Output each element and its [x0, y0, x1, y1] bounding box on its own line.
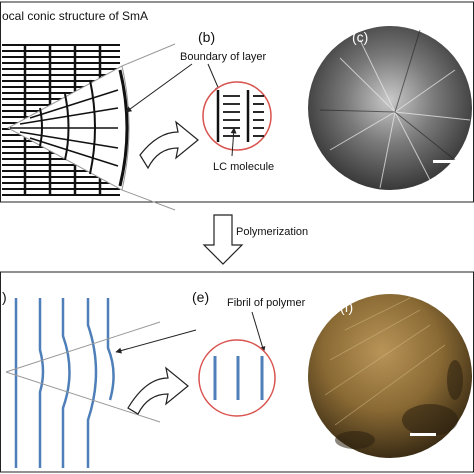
- fibril-pointer-line-left: [115, 329, 197, 354]
- label-d: ): [2, 289, 7, 305]
- transition-arrow-bottom: [127, 366, 189, 415]
- fibril-label: Fibril of polymer: [227, 297, 306, 309]
- polymerization-label: Polymerization: [236, 226, 308, 238]
- micrograph-f: [308, 294, 472, 458]
- label-b: (b): [198, 29, 215, 45]
- fibril-pointer-line: [251, 311, 266, 353]
- lc-pointer-line: [230, 127, 237, 157]
- smectic-layer-diagram: [2, 43, 176, 211]
- label-e: (e): [192, 289, 209, 305]
- label-f: (f): [340, 299, 353, 315]
- layer-zoom-circle: [202, 81, 272, 151]
- micrograph-c: [308, 26, 472, 190]
- polymer-fibril-diagram: [5, 298, 161, 468]
- boundary-label: Boundary of layer: [180, 51, 267, 63]
- lc-molecule-label: LC molecule: [213, 161, 274, 173]
- top-panel-title: ocal conic structure of SmA: [2, 9, 148, 23]
- label-c: (c): [352, 29, 368, 45]
- fibril-zoom-circle: [198, 339, 276, 417]
- polymerization-arrow: [202, 214, 244, 265]
- transition-arrow-top: [139, 120, 199, 170]
